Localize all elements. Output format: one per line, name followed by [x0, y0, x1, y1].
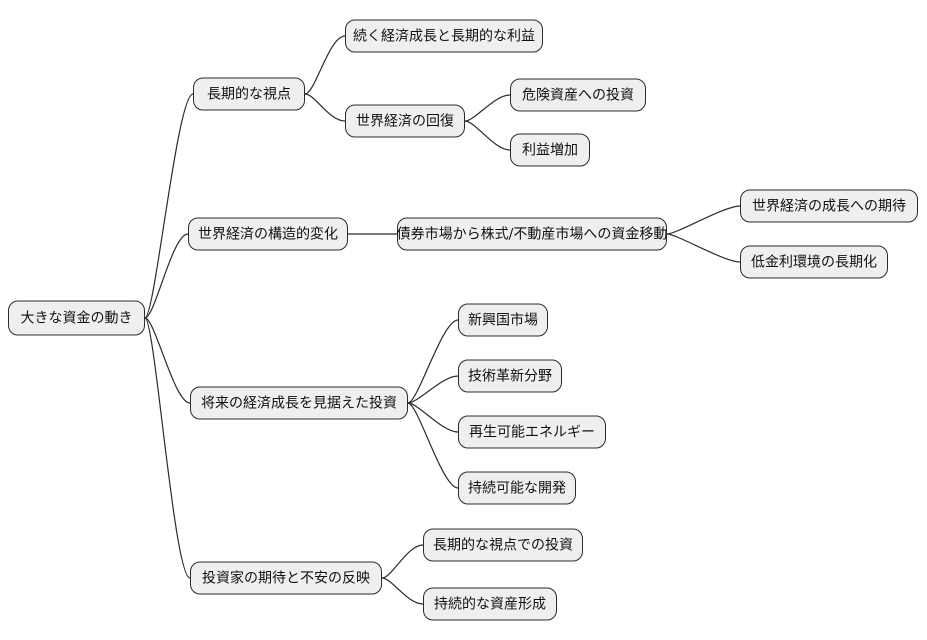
connector-future-growth-to-sustainable-dev	[407, 402, 459, 489]
node-continued-growth-long-term-profit: 続く経済成長と長期的な利益	[345, 19, 543, 53]
node-tech-innovation: 技術革新分野	[458, 359, 562, 393]
node-sustainable-development: 持続可能な開発	[458, 471, 576, 505]
node-long-term-investment: 長期的な視点での投資	[423, 528, 583, 562]
connector-root-to-structural-change	[144, 233, 189, 319]
connector-future-growth-to-renewable-energy	[407, 402, 459, 433]
connector-investor-to-long-term-investment	[381, 544, 424, 579]
connector-root-to-future-growth	[144, 317, 191, 404]
node-funds-shift-bonds-to-stocks-real-estate: 債券市場から株式/不動産市場への資金移動	[397, 217, 667, 251]
node-long-term-perspective: 長期的な視点	[193, 77, 305, 111]
connector-root-to-long-term	[144, 93, 194, 319]
node-structural-change-global-economy: 世界経済の構造的変化	[188, 217, 348, 251]
node-risk-asset-investment: 危険資産への投資	[510, 78, 646, 112]
connector-investor-to-asset-building	[381, 577, 424, 605]
connector-funds-shift-to-growth-expectation	[666, 205, 741, 235]
connector-future-growth-to-tech-innovation	[407, 375, 459, 404]
node-emerging-markets: 新興国市場	[458, 303, 548, 337]
node-investment-future-growth: 将来の経済成長を見据えた投資	[190, 386, 408, 420]
connector-future-growth-to-emerging-markets	[407, 319, 459, 404]
connector-long-term-to-continued-growth	[304, 35, 346, 95]
node-root: 大きな資金の動き	[8, 300, 145, 336]
connector-funds-shift-to-low-interest	[666, 233, 741, 263]
connector-long-term-to-recovery	[304, 93, 346, 122]
node-profit-increase: 利益増加	[510, 133, 590, 167]
node-sustainable-asset-building: 持続的な資産形成	[423, 587, 557, 621]
node-prolonged-low-interest: 低金利環境の長期化	[740, 245, 888, 279]
node-renewable-energy: 再生可能エネルギー	[458, 415, 606, 449]
node-investor-expectation-anxiety: 投資家の期待と不安の反映	[190, 561, 382, 595]
connector-recovery-to-profit-increase	[464, 120, 511, 151]
node-global-economy-recovery: 世界経済の回復	[345, 104, 465, 138]
node-expectation-global-growth: 世界経済の成長への期待	[740, 189, 918, 223]
connector-recovery-to-risk-assets	[464, 94, 511, 122]
connector-root-to-investor-sentiment	[144, 317, 191, 579]
